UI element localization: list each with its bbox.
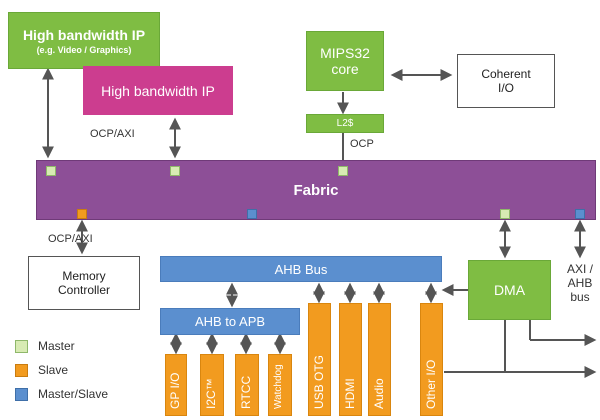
slave-audio: Audio: [368, 303, 391, 416]
port-master-hbw-2: [170, 166, 180, 176]
port-master-hbw-1: [46, 166, 56, 176]
hbw-ip-2-title: High bandwidth IP: [101, 82, 215, 99]
mips-line-2: core: [331, 61, 359, 77]
ahb-to-apb: AHB to APB: [160, 308, 300, 335]
slave-other-io-label: Other I/O: [423, 359, 438, 409]
axi-ahb-line-2: AHB: [567, 276, 593, 290]
coherent-io: Coherent I/O: [457, 54, 555, 108]
memory-line-1: Memory: [62, 269, 106, 283]
mips32-core: MIPS32 core: [306, 31, 384, 91]
ocp-axi-bottom-label: OCP/AXI: [48, 233, 93, 245]
port-master-dma: [500, 209, 510, 219]
port-slave-memory: [77, 209, 87, 219]
peripheral-i2c: I2C™: [200, 354, 224, 416]
l2-cache: L2$: [306, 114, 384, 133]
hbw-ip-1-subtitle: (e.g. Video / Graphics): [36, 44, 132, 55]
axi-ahb-line-3: bus: [570, 290, 590, 304]
ahb-bus: AHB Bus: [160, 256, 442, 282]
slave-hdmi-label: HDMI: [342, 378, 357, 409]
legend-swatch-master-slave: [15, 388, 28, 401]
legend-swatch-slave: [15, 364, 28, 377]
legend-label-master-slave: Master/Slave: [38, 387, 109, 401]
ahb-to-apb-label: AHB to APB: [194, 314, 266, 329]
peripheral-gp-io: GP I/O: [165, 354, 187, 416]
coherent-io-line-1: Coherent: [481, 67, 531, 81]
peripheral-watchdog-label: Watchdog: [273, 364, 284, 409]
dma-label: DMA: [493, 282, 526, 298]
peripheral-gp-io-label: GP I/O: [168, 372, 182, 409]
axi-ahb-bus-label: AXI / AHB bus: [560, 262, 600, 304]
slave-other-io: Other I/O: [420, 303, 443, 416]
slave-audio-label: Audio: [371, 378, 386, 409]
legend-label-master: Master: [38, 339, 75, 353]
port-master-slave-1: [247, 209, 257, 219]
mips-line-1: MIPS32: [320, 45, 370, 61]
ahb-bus-label: AHB Bus: [274, 261, 328, 277]
legend-label-slave: Slave: [38, 363, 69, 377]
memory-controller: Memory Controller: [28, 256, 140, 310]
l2-label: L2$: [336, 118, 354, 129]
fabric: Fabric: [36, 160, 596, 220]
coherent-io-line-2: I/O: [497, 81, 514, 95]
dma: DMA: [468, 260, 551, 320]
slave-usb-otg-label: USB OTG: [311, 354, 326, 409]
legend-swatch-master: [15, 340, 28, 353]
slave-usb-otg: USB OTG: [308, 303, 331, 416]
high-bandwidth-ip-video-graphics: High bandwidth IP (e.g. Video / Graphics…: [8, 12, 160, 69]
peripheral-watchdog: Watchdog: [268, 354, 292, 416]
port-master-slave-2: [575, 209, 585, 219]
axi-ahb-line-1: AXI /: [566, 262, 593, 276]
peripheral-rtcc: RTCC: [235, 354, 259, 416]
high-bandwidth-ip: High bandwidth IP: [83, 66, 233, 115]
memory-line-2: Controller: [57, 283, 111, 297]
fabric-label: Fabric: [293, 181, 339, 199]
hbw-ip-1-title: High bandwidth IP: [22, 26, 146, 43]
slave-hdmi: HDMI: [339, 303, 362, 416]
ocp-label: OCP: [350, 138, 374, 150]
peripheral-rtcc-label: RTCC: [239, 375, 253, 409]
ocp-axi-top-label: OCP/AXI: [90, 128, 135, 140]
peripheral-i2c-label: I2C™: [204, 378, 218, 409]
port-master-mips: [338, 166, 348, 176]
